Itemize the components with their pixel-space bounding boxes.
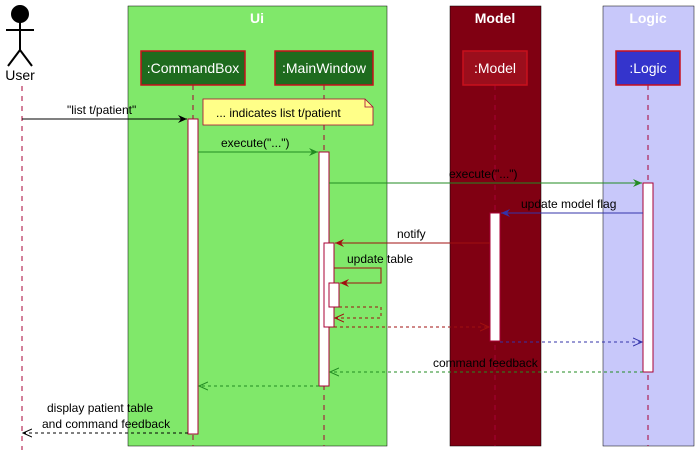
execute-ui-label: execute("...") bbox=[221, 136, 290, 150]
execute-logic-label: execute("...") bbox=[449, 167, 518, 181]
user-actor-label: User bbox=[5, 67, 35, 83]
command-feedback-label: command feedback bbox=[433, 356, 539, 370]
notify-label: notify bbox=[397, 227, 426, 241]
model-participant bbox=[462, 50, 528, 86]
logic-participant-label: :Logic bbox=[629, 60, 666, 76]
model-participant-label: :Model bbox=[474, 60, 516, 76]
commandbox-participant bbox=[140, 50, 246, 86]
update-table-arrow bbox=[334, 267, 382, 287]
mainwindow-participant bbox=[274, 50, 374, 86]
update-model-flag-label: update model flag bbox=[521, 197, 616, 211]
display-result-label-line2: and command feedback bbox=[42, 417, 171, 431]
model-box-title: Model bbox=[475, 10, 515, 26]
logic-participant bbox=[615, 50, 681, 86]
logic-activation bbox=[642, 182, 654, 373]
update-table-label: update table bbox=[347, 252, 413, 266]
user-actor-icon bbox=[6, 5, 34, 67]
mainwindow-participant-label: :MainWindow bbox=[282, 60, 367, 76]
model-activation bbox=[489, 212, 501, 342]
mainwindow-activation-self bbox=[328, 282, 340, 308]
note-shape bbox=[202, 98, 374, 126]
list-command-label: "list t/patient" bbox=[67, 103, 136, 117]
update-table-return-arrow bbox=[335, 306, 382, 318]
display-result-label-line1: display patient table bbox=[47, 401, 153, 415]
ui-box-title: Ui bbox=[250, 10, 264, 26]
commandbox-activation bbox=[187, 118, 199, 435]
note-fold bbox=[364, 99, 373, 108]
logic-box-title: Logic bbox=[629, 10, 667, 26]
commandbox-participant-label: :CommandBox bbox=[147, 60, 240, 76]
note-text: ... indicates list t/patient bbox=[216, 106, 341, 120]
